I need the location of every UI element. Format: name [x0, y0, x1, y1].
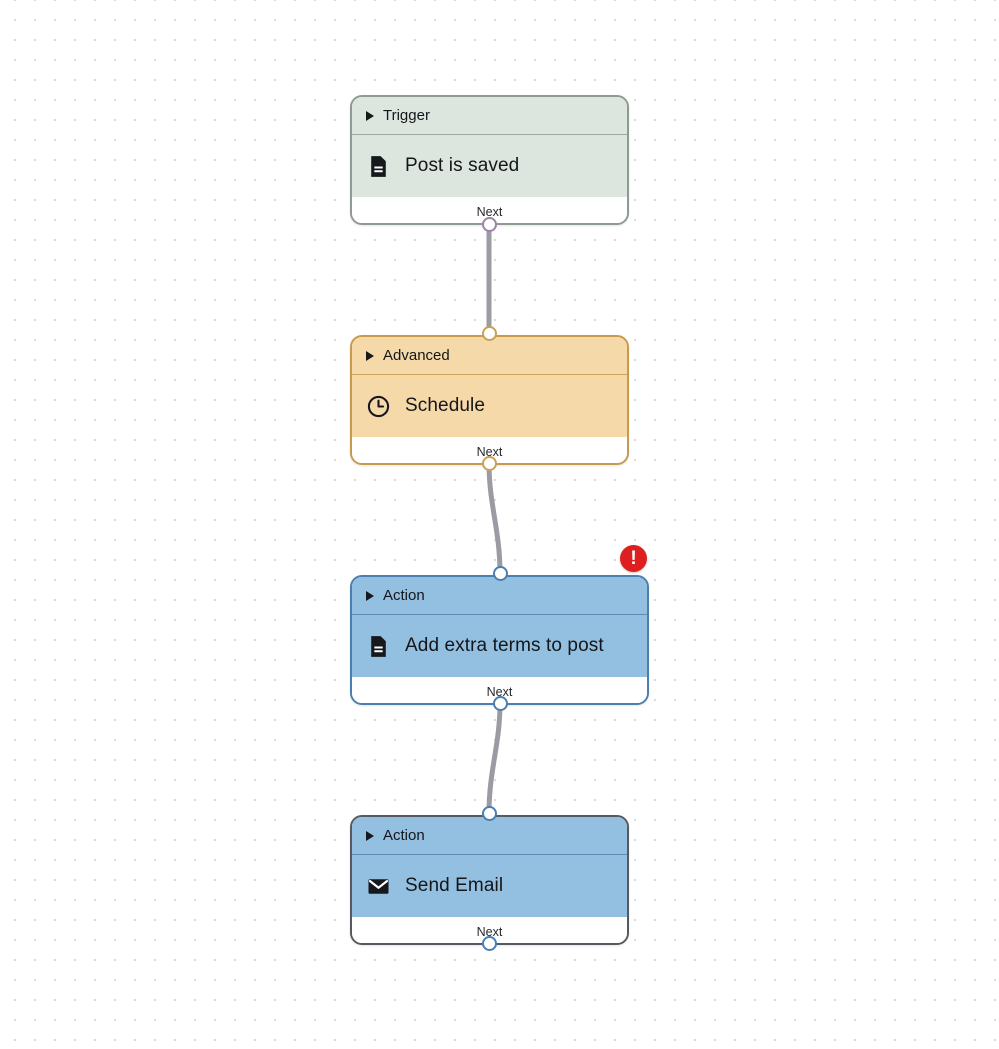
node-header-advanced[interactable]: Advanced — [352, 337, 627, 375]
node-body-action-email[interactable]: Send Email — [352, 855, 627, 917]
error-exclamation-icon: ! — [630, 548, 637, 569]
document-icon — [366, 154, 391, 179]
node-kind-label: Advanced — [383, 347, 450, 364]
error-badge[interactable]: ! — [620, 545, 647, 572]
node-input-port-advanced[interactable] — [482, 326, 497, 341]
node-title: Send Email — [405, 875, 504, 896]
node-body-trigger[interactable]: Post is saved — [352, 135, 627, 197]
node-title: Schedule — [405, 395, 486, 416]
workflow-node-action-terms[interactable]: Action Add extra terms to post Next — [350, 575, 649, 705]
node-body-advanced[interactable]: Schedule — [352, 375, 627, 437]
node-input-port-action-email[interactable] — [482, 806, 497, 821]
node-body-action-terms[interactable]: Add extra terms to post — [352, 615, 647, 677]
node-header-action-terms[interactable]: Action — [352, 577, 647, 615]
clock-icon — [366, 394, 391, 419]
node-kind-label: Action — [383, 587, 425, 604]
node-output-port-trigger[interactable] — [482, 217, 497, 232]
document-icon — [366, 634, 391, 659]
node-input-port-action-terms[interactable] — [493, 566, 508, 581]
workflow-node-trigger[interactable]: Trigger Post is saved Next — [350, 95, 629, 225]
node-header-action-email[interactable]: Action — [352, 817, 627, 855]
workflow-node-advanced[interactable]: Advanced Schedule Next — [350, 335, 629, 465]
node-output-port-advanced[interactable] — [482, 456, 497, 471]
envelope-icon — [366, 874, 391, 899]
disclosure-triangle-icon[interactable] — [366, 591, 374, 601]
disclosure-triangle-icon[interactable] — [366, 831, 374, 841]
node-output-port-action-email[interactable] — [482, 936, 497, 951]
disclosure-triangle-icon[interactable] — [366, 351, 374, 361]
node-output-port-action-terms[interactable] — [493, 696, 508, 711]
node-title: Add extra terms to post — [405, 635, 604, 656]
node-kind-label: Trigger — [383, 107, 430, 124]
node-kind-label: Action — [383, 827, 425, 844]
disclosure-triangle-icon[interactable] — [366, 111, 374, 121]
edge-action-terms-to-action-email — [486, 700, 503, 816]
node-title: Post is saved — [405, 155, 520, 176]
workflow-node-action-email[interactable]: Action Send Email Next — [350, 815, 629, 945]
node-header-trigger[interactable]: Trigger — [352, 97, 627, 135]
edge-advanced-to-action-terms — [486, 460, 503, 576]
